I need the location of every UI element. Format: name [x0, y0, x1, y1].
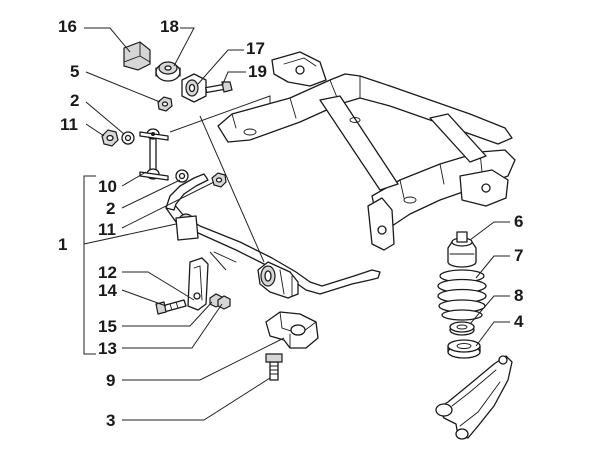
nut-11-upper — [101, 129, 119, 147]
bracket-12 — [187, 257, 209, 311]
bushing-18 — [155, 61, 181, 82]
callout-10: 10 — [98, 177, 117, 196]
bar-bushing-right — [257, 261, 299, 299]
callout-6: 6 — [514, 212, 524, 231]
bolt-19 — [205, 81, 233, 94]
callout-7: 7 — [514, 246, 524, 265]
callout-12: 12 — [98, 263, 117, 282]
callout-3: 3 — [106, 411, 116, 430]
callout-19: 19 — [248, 62, 267, 81]
drop-link — [139, 128, 169, 181]
nut-11-lower — [211, 172, 227, 188]
callout-14: 14 — [98, 281, 117, 300]
callout-4: 4 — [514, 312, 524, 331]
washer-2-upper — [121, 131, 135, 145]
callout-5: 5 — [70, 62, 80, 81]
subframe — [217, 51, 516, 251]
callout-11-lower: 11 — [98, 220, 116, 239]
nut-5 — [157, 96, 173, 112]
callout-16: 16 — [58, 17, 77, 36]
leader-lines — [83, 27, 510, 421]
callout-18: 18 — [160, 17, 179, 36]
callout-13: 13 — [98, 339, 117, 358]
callout-17: 17 — [246, 39, 265, 58]
coil-spring — [437, 269, 487, 321]
clamp-17 — [181, 73, 207, 103]
lower-spring-pad — [447, 339, 481, 359]
bracket-9 — [265, 311, 319, 349]
spring-seat — [449, 321, 475, 336]
callout-2-upper: 2 — [70, 91, 80, 110]
bump-stop — [447, 231, 477, 268]
callout-1: 1 — [58, 235, 68, 254]
control-arm — [435, 355, 513, 440]
washer-2-lower — [175, 169, 189, 183]
bolt-3 — [265, 353, 283, 381]
bolt-14 — [155, 299, 187, 315]
callout-2-lower: 2 — [106, 199, 116, 218]
callout-8: 8 — [514, 286, 524, 305]
callout-15: 15 — [98, 317, 117, 336]
callout-9: 9 — [106, 371, 116, 390]
bushing-16 — [123, 41, 151, 71]
bar-bushing-left — [175, 213, 199, 241]
callout-11-upper: 11 — [60, 115, 78, 134]
